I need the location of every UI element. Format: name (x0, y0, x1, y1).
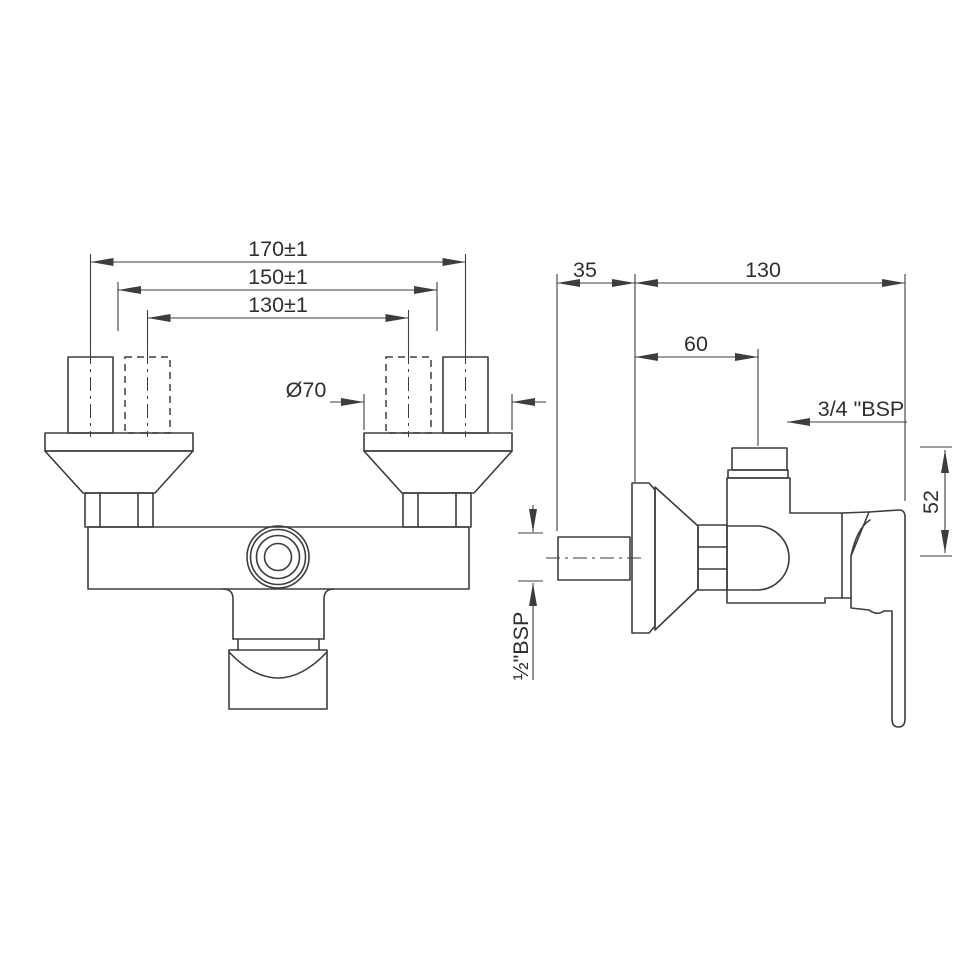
left-pipe-dashed (124, 356, 171, 434)
front-inlet-pipes (67, 350, 489, 437)
dim-150-label: 150±1 (248, 265, 308, 289)
left-pipe-solid (67, 356, 114, 434)
dim-60-label: 60 (684, 332, 708, 356)
bsp-12-label: ½"BSP (509, 612, 533, 681)
front-bottom-outlet (222, 588, 335, 710)
dim-170-label: 170±1 (248, 237, 308, 261)
outlet-collar (727, 469, 789, 479)
lever-handle (850, 509, 906, 728)
bsp-34-label: 3/4 "BSP (818, 397, 905, 421)
side-inlet-pipe (546, 536, 642, 581)
right-hex-nut (402, 492, 472, 528)
front-dimension-lines (89, 254, 546, 430)
front-right-escutcheon (363, 432, 513, 528)
cartridge-cap-outer (246, 525, 310, 589)
side-body-dome (726, 525, 790, 591)
left-hex-nut (84, 492, 154, 528)
front-left-escutcheon (44, 432, 194, 528)
bottom-spout-cup (228, 649, 328, 710)
mixer-body-bar (87, 526, 470, 590)
right-pipe-solid (442, 356, 489, 434)
side-escutcheon-cone (654, 486, 699, 631)
side-valve-body (726, 447, 870, 604)
side-dimension-lines (518, 274, 952, 680)
side-hex-nut (697, 524, 728, 591)
dim-130-side-label: 130 (745, 258, 781, 282)
dia-70-label: Ø70 (286, 378, 327, 402)
side-wall-plate (631, 482, 728, 634)
right-pipe-dashed (385, 356, 432, 434)
front-view: 170±1 150±1 130±1 Ø70 (44, 237, 546, 710)
front-body (87, 525, 470, 590)
side-handle (850, 509, 906, 728)
dim-130-label: 130±1 (248, 293, 308, 317)
dim-35-label: 35 (573, 258, 597, 282)
dim-52-label: 52 (919, 490, 943, 514)
cartridge-cap-inner (263, 542, 293, 572)
top-outlet-thread (731, 447, 788, 471)
side-view: 35 130 60 3/4 "BSP 52 ½"BSP (509, 258, 952, 728)
